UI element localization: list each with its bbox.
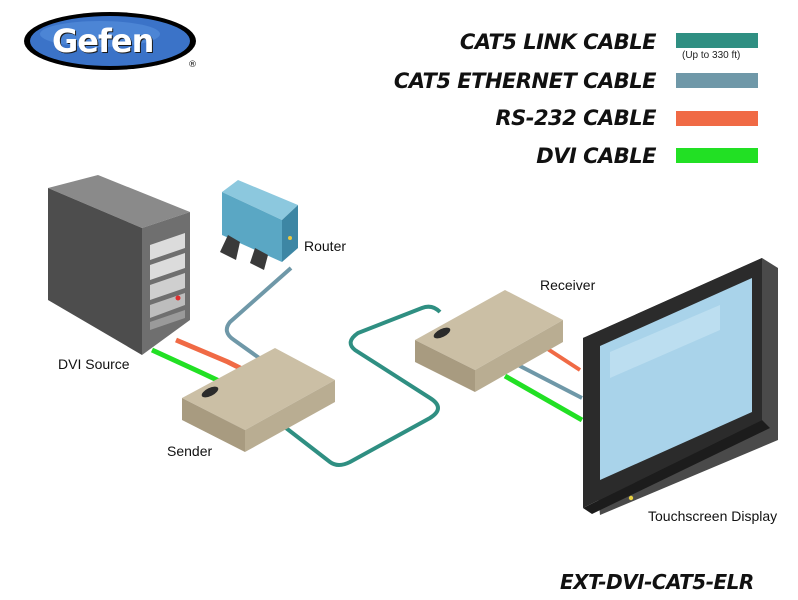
label-sender: Sender	[167, 443, 213, 459]
sender-box-icon	[182, 348, 335, 452]
legend-note-cat5-link: (Up to 330 ft)	[682, 50, 741, 61]
legend-label-cat5-ethernet: CAT5 ETHERNET CABLE	[393, 69, 657, 93]
logo-wordmark: Gefen	[52, 22, 154, 60]
legend-swatch-cat5-link	[676, 33, 758, 48]
receiver-box-icon	[415, 290, 563, 392]
legend-label-rs232: RS-232 CABLE	[495, 106, 656, 130]
touchscreen-display-icon	[583, 258, 778, 515]
cat5-link-cable	[284, 304, 442, 467]
ethernet-cable-receiver-display	[517, 363, 583, 400]
legend-swatch-cat5-ethernet	[676, 73, 758, 88]
label-router: Router	[304, 238, 347, 254]
legend-label-cat5-link: CAT5 LINK CABLE	[459, 30, 657, 54]
label-receiver: Receiver	[540, 277, 596, 293]
pc-tower-icon	[48, 175, 190, 355]
dvi-cable-receiver-display	[503, 373, 584, 423]
router-icon	[220, 180, 298, 270]
label-dvi-source: DVI Source	[58, 356, 130, 372]
model-number: EXT-DVI-CAT5-ELR	[560, 570, 754, 594]
legend-label-dvi: DVI CABLE	[536, 144, 656, 168]
legend-swatch-rs232	[676, 111, 758, 126]
label-touchscreen-display: Touchscreen Display	[648, 508, 778, 524]
rs232-cable-source-sender	[175, 337, 246, 373]
gefen-logo-mark	[24, 12, 196, 70]
ethernet-cable-router-sender	[224, 266, 293, 362]
gefen-logo: Gefen ®	[22, 10, 202, 72]
legend-swatch-dvi	[676, 148, 758, 163]
registered-mark: ®	[188, 60, 197, 70]
